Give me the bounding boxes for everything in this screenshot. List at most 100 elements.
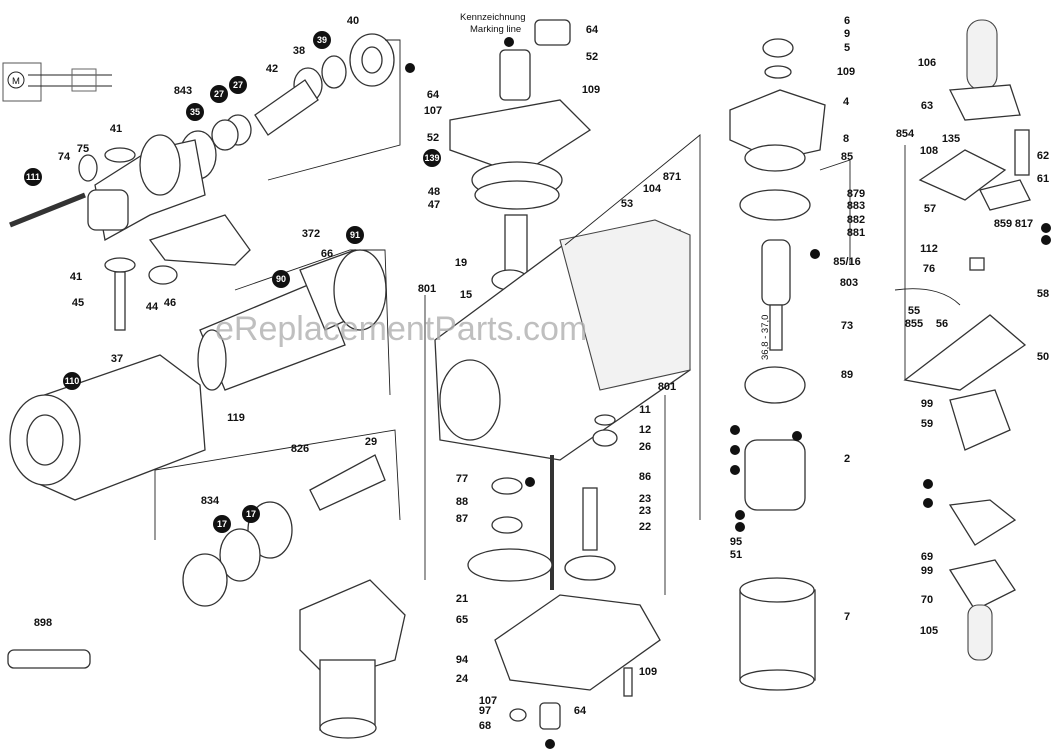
part-number: 8 — [843, 133, 849, 145]
reference-marker — [545, 739, 555, 749]
part-label: 45 — [72, 297, 84, 309]
part-number: 94 — [456, 654, 469, 666]
part-number: 9 — [844, 28, 850, 40]
part-label: 42 — [266, 63, 278, 75]
part-number: 53 — [621, 198, 633, 210]
part-number: 27 — [233, 80, 243, 90]
part-number: 135 — [942, 133, 960, 145]
part-number: 372 — [302, 228, 320, 240]
part-number: 27 — [214, 89, 224, 99]
part-number: 801 — [658, 381, 676, 393]
part-label: 91 — [346, 226, 364, 244]
reference-marker — [1041, 223, 1051, 233]
reference-marker — [735, 510, 745, 520]
part-label: 86 — [639, 471, 651, 483]
part-number: 42 — [266, 63, 278, 75]
part-number: 107 — [479, 695, 497, 707]
part-number: 73 — [841, 320, 853, 332]
part-number: 110 — [65, 376, 80, 386]
part-label: 27 — [229, 76, 247, 94]
part-label: 35 — [186, 103, 204, 121]
part-label: 21 — [456, 593, 468, 605]
part-label: 19 — [455, 257, 467, 269]
circled-label-badge — [63, 372, 81, 390]
circled-label-badge — [423, 149, 441, 167]
part-label: 38 — [293, 45, 305, 57]
dimension-note: 36,8 - 37,0 — [760, 315, 771, 360]
part-label: 23 — [639, 493, 651, 505]
part-number: 109 — [582, 84, 600, 96]
part-label: 109 — [582, 84, 600, 96]
part-label: 105 — [920, 625, 938, 637]
circled-label-badge — [186, 103, 204, 121]
circled-label-badge — [272, 270, 290, 288]
part-number: 56 — [936, 318, 948, 330]
part-number: 12 — [639, 424, 651, 436]
part-label: 29 — [365, 436, 377, 448]
circled-label-badge — [229, 76, 247, 94]
part-label: 22 — [639, 521, 651, 533]
part-number: 64 — [574, 705, 587, 717]
part-number: 52 — [427, 132, 439, 144]
part-label: 41 — [110, 123, 122, 135]
part-number: 21 — [456, 593, 468, 605]
part-label: 88 — [456, 496, 468, 508]
part-label: 77 — [456, 473, 468, 485]
part-handle-assembly — [894, 19, 1031, 661]
part-motor-cover-assembly — [729, 38, 826, 691]
part-label: 89 — [841, 369, 853, 381]
part-number: 74 — [58, 151, 71, 163]
part-number: 76 — [923, 263, 935, 275]
circled-label-badge — [24, 168, 42, 186]
part-label: 854 — [896, 128, 915, 140]
part-number: 139 — [424, 153, 439, 163]
part-number: 801 — [418, 283, 436, 295]
part-label: 50 — [1037, 351, 1049, 363]
part-number: 834 — [201, 495, 220, 507]
part-number: 2 — [844, 453, 850, 465]
part-label: 801 — [658, 381, 676, 393]
part-number: 6 — [844, 15, 850, 27]
part-number: 86 — [639, 471, 651, 483]
part-number: 108 — [920, 145, 938, 157]
part-label: 59 — [921, 418, 933, 430]
reference-marker — [525, 477, 535, 487]
part-label: 97 — [479, 705, 491, 717]
part-label: 94 — [456, 654, 469, 666]
part-label: 56 — [936, 318, 948, 330]
part-label: 99 — [921, 398, 933, 410]
part-label: 63 — [921, 100, 933, 112]
part-label: 4 — [843, 96, 850, 108]
part-number: 109 — [639, 666, 657, 678]
part-label: 57 — [924, 203, 936, 215]
part-number: 843 — [174, 85, 192, 97]
part-label: 119 — [227, 412, 245, 424]
part-number: 77 — [456, 473, 468, 485]
part-number: 90 — [276, 274, 286, 284]
part-label: 95 — [730, 536, 742, 548]
part-label: 58 — [1037, 288, 1049, 300]
part-number: 47 — [428, 199, 440, 211]
part-label: 73 — [841, 320, 853, 332]
part-label: 17 — [242, 505, 260, 523]
motor-schematic: M — [2, 62, 112, 102]
part-number: 23 — [639, 505, 651, 517]
part-label: 24 — [456, 673, 469, 685]
marking-note-en: Marking line — [470, 24, 521, 35]
part-label: 23 — [639, 505, 651, 517]
part-number: 7 — [844, 611, 850, 623]
part-label: 69 — [921, 551, 933, 563]
part-number: 97 — [479, 705, 491, 717]
part-label: 112 — [920, 243, 938, 255]
part-label: 107 — [424, 105, 442, 117]
part-number: 859 — [994, 218, 1012, 230]
part-number: 99 — [921, 398, 933, 410]
part-number: 95 — [730, 536, 742, 548]
part-number: 89 — [841, 369, 853, 381]
circled-label-badge — [346, 226, 364, 244]
part-label: 65 — [456, 614, 468, 626]
part-label: 64 — [427, 89, 440, 101]
part-number: 75 — [77, 143, 89, 155]
